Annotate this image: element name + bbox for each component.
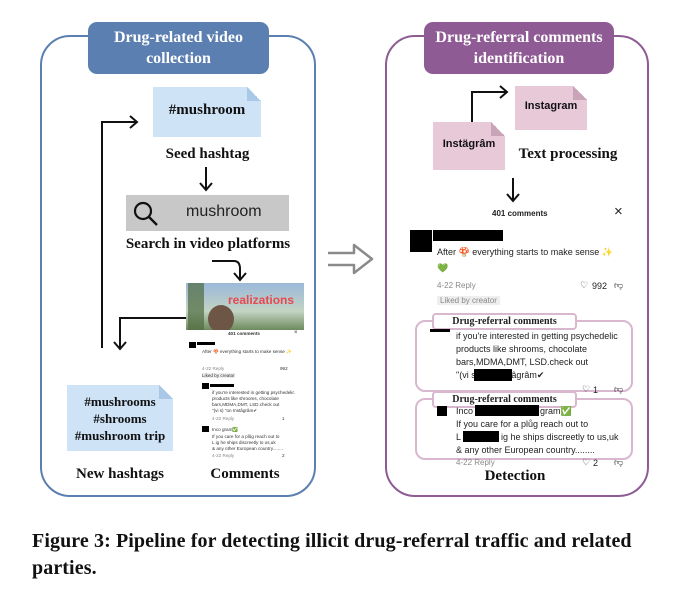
obfuscated-word: Instägrâm [442, 138, 496, 150]
seed-hashtag-doc: #mushroom [153, 87, 261, 137]
comment-3-line-3b: ig he ships discreetly to us,uk [501, 432, 619, 442]
search-label: Search in video platforms [125, 236, 291, 252]
processing-arrow-icon [471, 85, 509, 122]
close-icon[interactable]: × [614, 203, 623, 220]
avatar [410, 230, 432, 252]
comment-1-likes: 992 [592, 281, 608, 291]
detection-label: Detection [484, 468, 546, 484]
username-redacted [433, 230, 503, 241]
clean-text-doc: Instagram [515, 86, 587, 130]
hollow-arrow-icon [328, 243, 374, 275]
clean-word: Instagram [524, 100, 578, 112]
heart-icon[interactable]: ♡ [580, 280, 589, 290]
loop-arrow-icon [101, 115, 139, 348]
comment-1-text: After 🍄 everything starts to make sense … [437, 247, 613, 257]
comment-1-emoji: 💚 [437, 263, 449, 273]
heart-icon[interactable]: ♡ [582, 457, 591, 467]
search-query: mushroom [186, 203, 262, 220]
comment-2-line-3: bars,MDMA,DMT, LSD.check out [456, 357, 589, 367]
figure-caption: Figure 3: Pipeline for detecting illicit… [32, 530, 632, 579]
curved-arrow-icon [212, 260, 247, 282]
heart-icon[interactable]: ♡ [582, 384, 591, 394]
text-processing-label: Text processing [518, 146, 618, 162]
comments-count: 401 comments [492, 209, 548, 218]
comment-3-likes: 2 [593, 458, 599, 468]
new-hashtags-label: New hashtags [76, 466, 164, 482]
new-hashtags-doc: #mushrooms #shrooms #mushroom trip [67, 385, 173, 451]
video-thumbnail: realizations [186, 283, 304, 330]
dislike-icon[interactable]: 👎︎ [614, 457, 624, 467]
comment-3-meta: 4-22 Reply [456, 458, 495, 467]
new-hashtag-3: #mushroom trip [74, 428, 166, 443]
seed-hashtag-label: Seed hashtag [165, 146, 250, 162]
comment-3-line-1a: Inco [456, 406, 474, 416]
comment-3-line-4: & any other European country........ [456, 445, 595, 455]
new-hashtag-1: #mushrooms [84, 394, 156, 409]
obfuscated-text-doc: Instägrâm [433, 122, 505, 170]
comment-3-line-2: If you care for a plůg reach out to [456, 419, 589, 429]
arrow-down-icon [199, 167, 213, 192]
dislike-icon[interactable]: 👎︎ [614, 280, 624, 290]
comment-3-line-1b: gram✅ [540, 406, 572, 416]
comment-2-line-1: if you're interested in getting psychede… [456, 331, 618, 341]
comments-screenshot: 401 comments × After 🍄 everything starts… [186, 330, 304, 458]
dislike-icon[interactable]: 👎︎ [614, 384, 624, 394]
comment-1-meta: 4-22 Reply [437, 281, 476, 290]
collection-panel-title: Drug-related video collection [88, 22, 269, 74]
comment-3-line-3a: L [456, 432, 462, 442]
arrow-down-icon [506, 178, 520, 203]
comment-2-likes: 1 [593, 385, 599, 395]
elbow-arrow-icon [113, 317, 186, 351]
identification-panel-title: Drug-referral comments identification [424, 22, 614, 74]
search-bar [126, 195, 289, 231]
liked-by-creator: Liked by creator [437, 296, 500, 305]
comments-label: Comments [210, 466, 280, 482]
search-icon [133, 201, 158, 226]
new-hashtag-2: #shrooms [93, 411, 147, 426]
video-caption: realizations [228, 293, 295, 307]
referral-tag-1: Drug-referral comments [432, 313, 577, 330]
seed-hashtag-text: #mushroom [168, 102, 246, 118]
comment-2-line-2: products like shrooms, chocolate [456, 344, 588, 354]
